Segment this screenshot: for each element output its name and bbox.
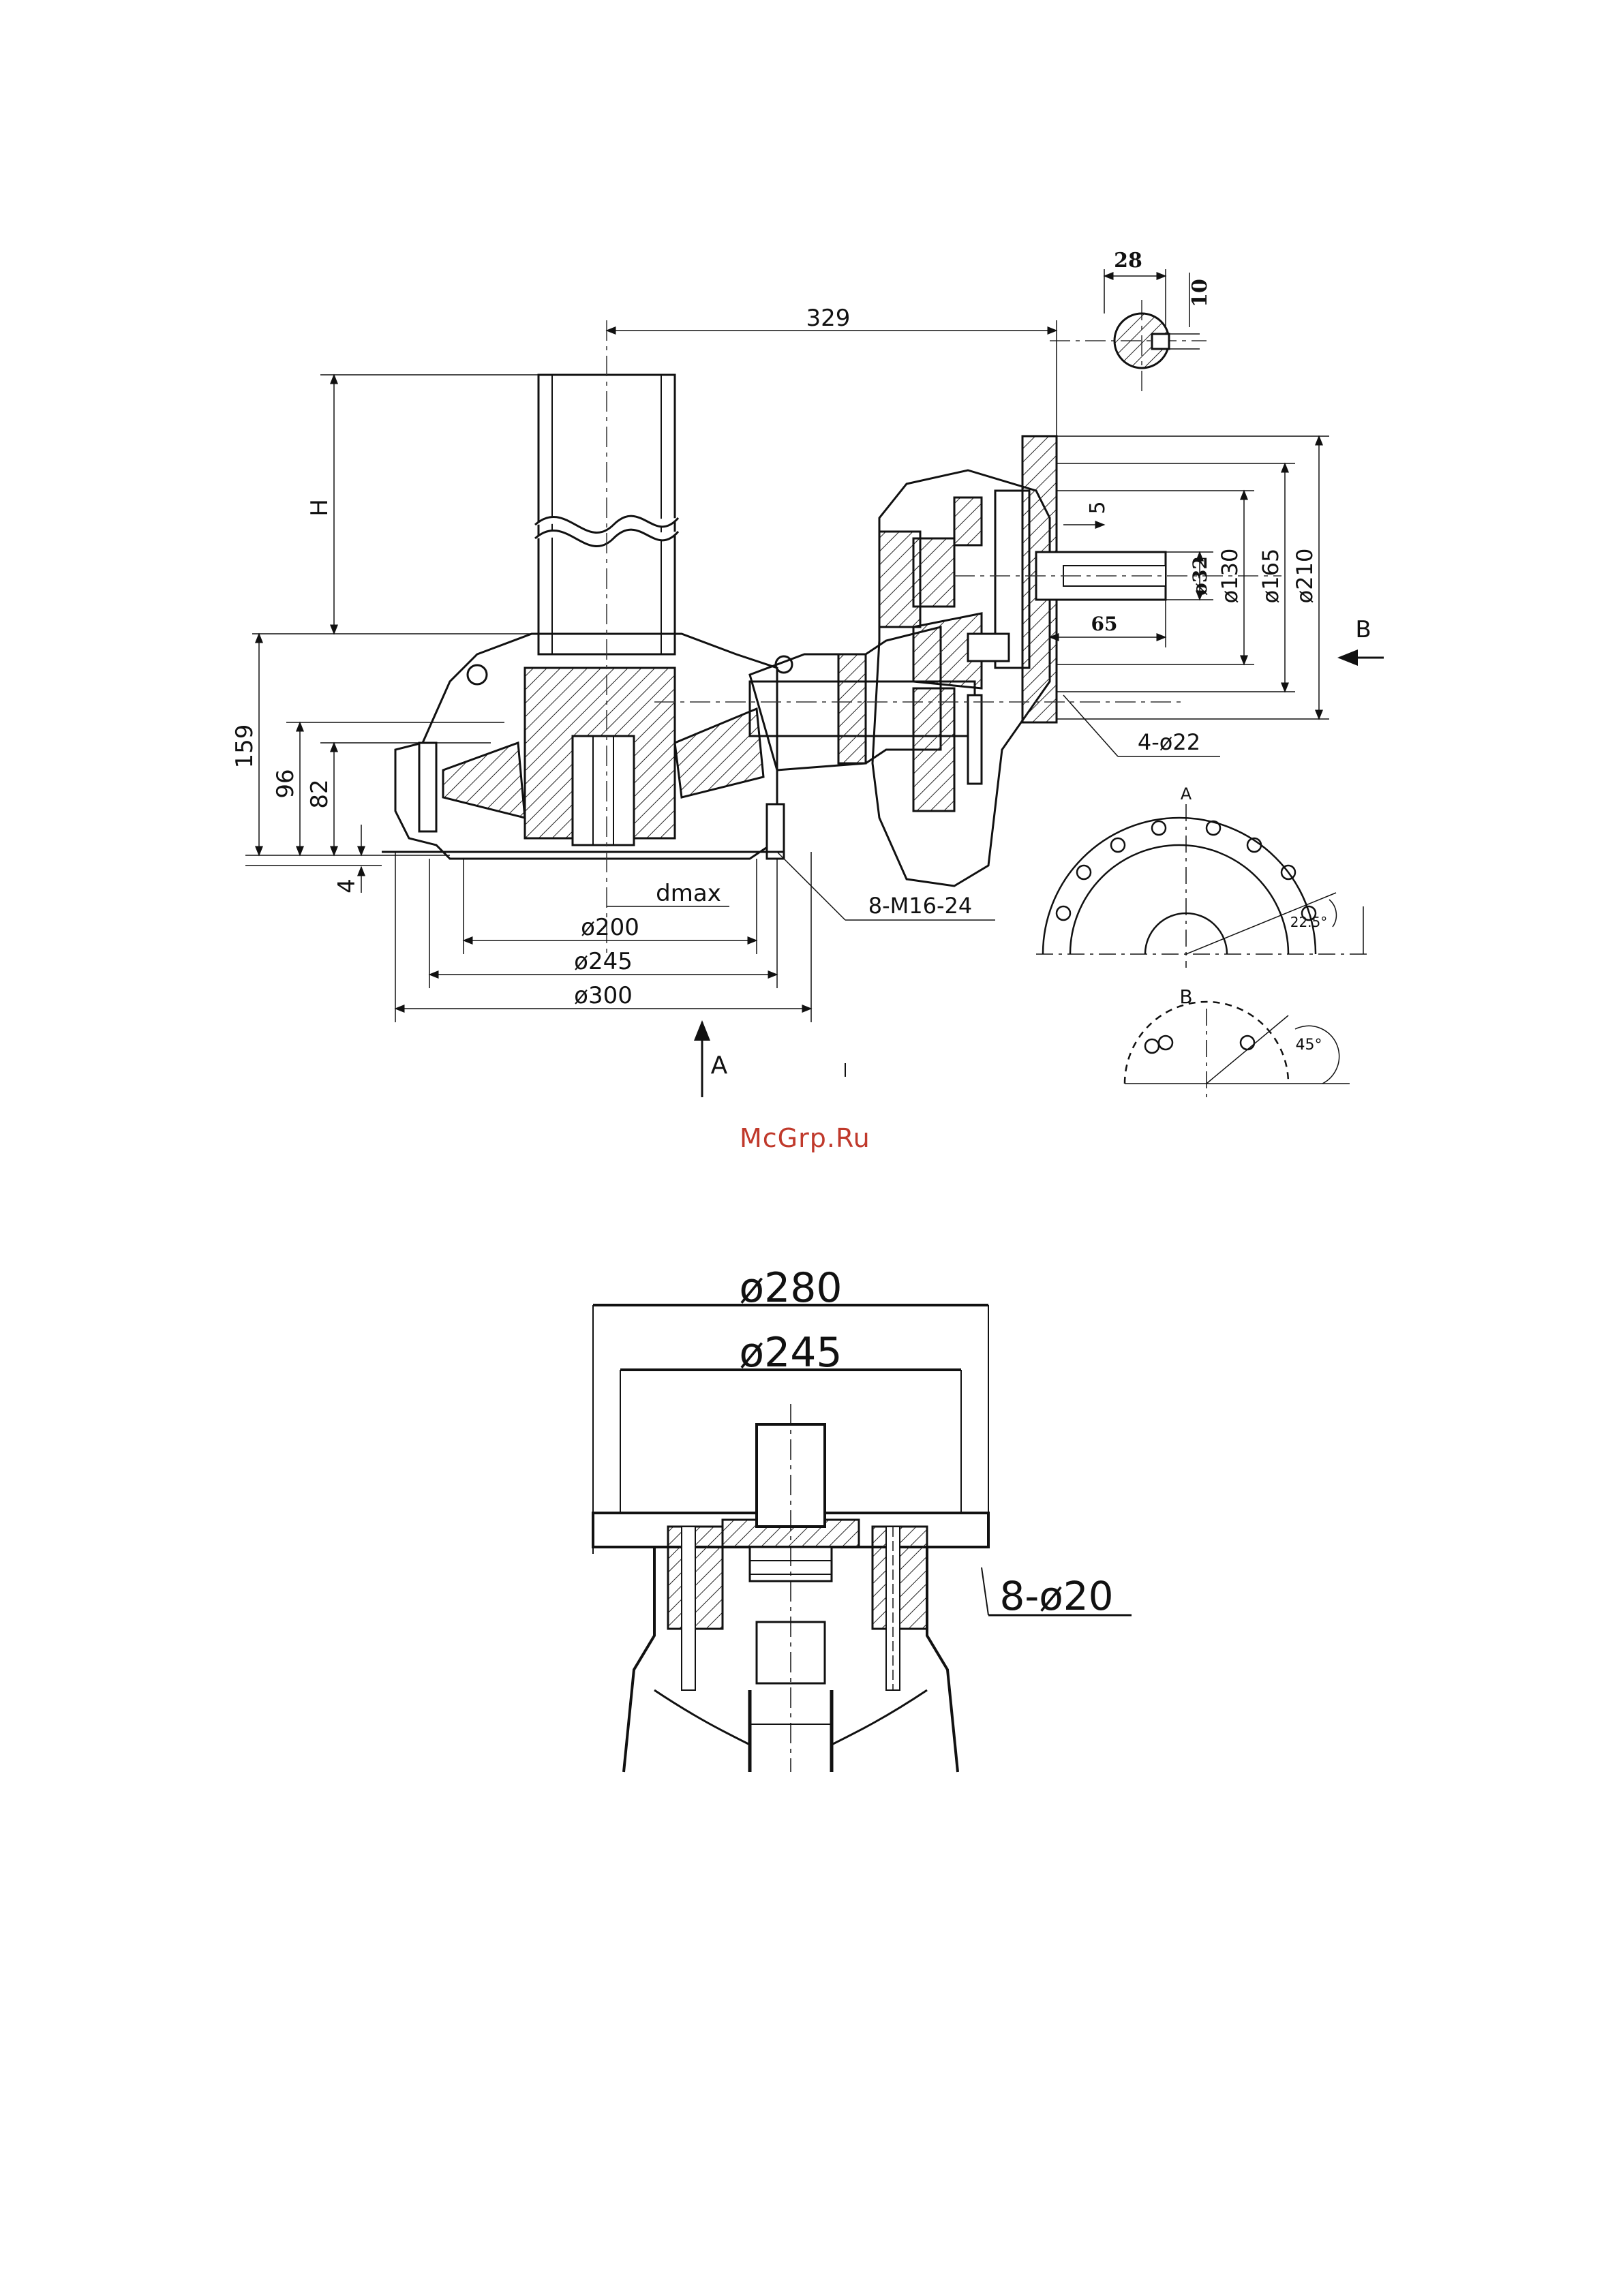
dim-10: 10 bbox=[1188, 279, 1212, 307]
dim-d200: ø200 bbox=[581, 914, 639, 941]
dim-d210: ø210 bbox=[1292, 549, 1318, 604]
dim-h: H bbox=[306, 499, 333, 517]
dim-holes: 4-ø22 bbox=[1138, 729, 1200, 755]
angle-22: 22.5° bbox=[1290, 914, 1328, 930]
dim-329: 329 bbox=[806, 305, 851, 332]
flange-bottom-drawing bbox=[593, 1305, 1132, 1772]
dim-d245: ø245 bbox=[574, 948, 633, 975]
dim-thread: 8-M16-24 bbox=[868, 893, 973, 919]
dim-28: 28 bbox=[1114, 249, 1142, 273]
dim-d130: ø130 bbox=[1217, 549, 1243, 604]
view-arrow-b: B bbox=[1355, 616, 1371, 643]
dim-5: 5 bbox=[1086, 501, 1110, 514]
view-label-b: B bbox=[1179, 985, 1192, 1008]
dim-4: 4 bbox=[333, 878, 361, 893]
keyway-section bbox=[1104, 269, 1200, 368]
dim-holes-bottom: 8-ø20 bbox=[999, 1573, 1113, 1619]
dim-159: 159 bbox=[231, 724, 258, 769]
dim-d280: ø280 bbox=[739, 1264, 842, 1312]
main-housing-section bbox=[382, 375, 1166, 886]
dimension-lines bbox=[245, 320, 1384, 1097]
view-a-flange bbox=[1036, 804, 1370, 968]
angle-45: 45° bbox=[1296, 1037, 1322, 1054]
dim-dmax: dmax bbox=[656, 880, 721, 907]
dim-d32: ø32 bbox=[1189, 556, 1211, 596]
dim-96: 96 bbox=[272, 769, 299, 798]
watermark: McGrp.Ru bbox=[740, 1123, 870, 1153]
dim-65: 65 bbox=[1091, 613, 1118, 635]
dim-d165: ø165 bbox=[1258, 549, 1284, 604]
dim-d245-bottom: ø245 bbox=[739, 1329, 842, 1377]
view-label-a: A bbox=[1181, 784, 1192, 803]
dim-d300: ø300 bbox=[574, 982, 633, 1009]
dim-82: 82 bbox=[306, 779, 333, 808]
view-arrow-a: A bbox=[711, 1052, 728, 1080]
